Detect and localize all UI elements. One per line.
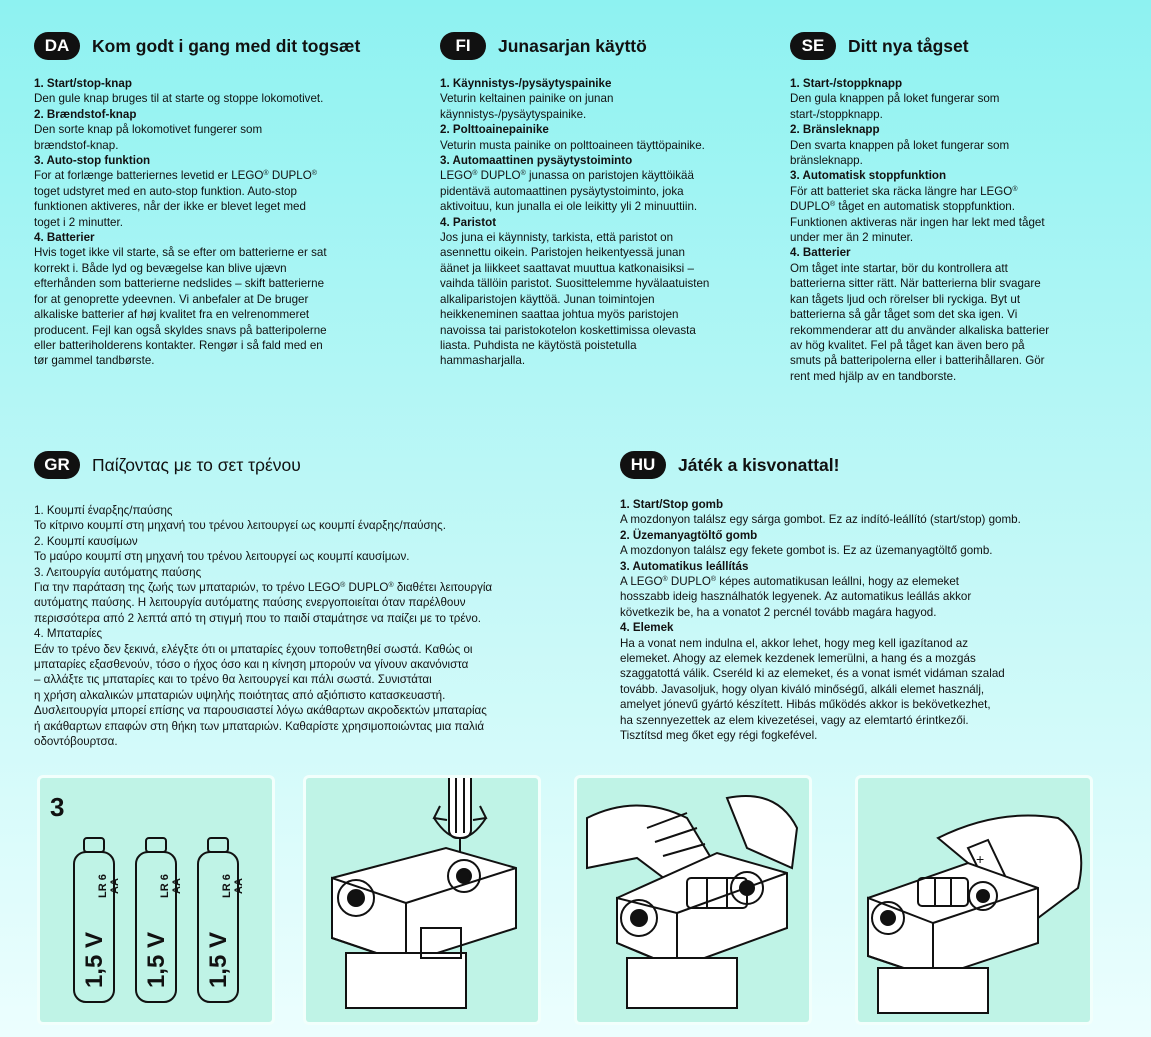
- hand-open-illustration: [586, 795, 799, 1009]
- item-heading: 3. Λειτουργία αυτόματης παύσης: [34, 565, 202, 579]
- section-title: Játék a kisvonattal!: [678, 454, 840, 475]
- item-heading: 2. Bränsleknapp: [790, 123, 880, 137]
- language-badge: GR: [34, 451, 80, 479]
- battery-count: 3: [50, 792, 65, 822]
- item-text: Για την παράταση της ζωής των μπαταριών,…: [34, 581, 493, 625]
- item-text: Εάν το τρένο δεν ξεκινά, ελέγξτε ότι οι …: [34, 642, 487, 749]
- section-body: 1. Start-/stoppknapp Den gula knappen på…: [790, 76, 1130, 384]
- item-heading: 2. Üzemanyagtöltő gomb: [620, 528, 758, 542]
- item-text: Den sorte knap på lokomotivet fungerer s…: [34, 123, 263, 152]
- item-heading: 2. Polttoainepainike: [440, 123, 549, 137]
- battery-label-voltage: 1,5 V: [205, 932, 232, 988]
- item-heading: 4. Elemek: [620, 621, 674, 635]
- section-hu: HU Játék a kisvonattal! 1. Start/Stop go…: [620, 449, 1080, 744]
- battery-3: [197, 837, 239, 1003]
- battery-label-type: LR 6: [159, 874, 171, 898]
- item-text: Den svarta knappen på loket fungerar som…: [790, 138, 1010, 168]
- item-heading: 1. Κουμπί έναρξης/παύσης: [34, 504, 173, 517]
- item-text: Jos juna ei käynnisty, tarkista, että pa…: [440, 231, 710, 368]
- item-heading: 3. Auto-stop funktion: [34, 154, 151, 168]
- item-text: For at forlænge batteriernes levetid er …: [34, 169, 317, 229]
- batteries-panel: 3 1,5 V LR 6 AA 1,5 V LR 6 AA 1,5 V LR: [40, 778, 272, 1022]
- item-text: A LEGO® DUPLO® képes automatikusan leáll…: [620, 575, 972, 619]
- section-title: Junasarjan käyttö: [498, 35, 647, 56]
- language-badge: FI: [440, 32, 486, 60]
- item-text: För att batteriet ska räcka längre har L…: [790, 184, 1045, 245]
- section-body: 1. Κουμπί έναρξης/παύσης Το κίτρινο κουμ…: [34, 503, 594, 750]
- battery-1: [73, 837, 115, 1003]
- item-text: Το μαύρο κουμπί στη μηχανή του τρένου λε…: [34, 550, 410, 564]
- item-text: Ha a vonat nem indulna el, akkor lehet, …: [620, 636, 1005, 743]
- item-heading: 4. Batterier: [34, 231, 95, 245]
- battery-label-size: AA: [171, 878, 183, 894]
- item-heading: 3. Automatisk stoppfunktion: [790, 169, 947, 183]
- battery-label-voltage: 1,5 V: [143, 932, 170, 988]
- section-title: Kom godt i gang med dit togsæt: [92, 35, 361, 56]
- item-text: A mozdonyon találsz egy fekete gombot is…: [620, 544, 993, 558]
- item-text: Den gule knap bruges til at starte og st…: [34, 92, 324, 106]
- item-text: Den gula knappen på loket fungerar som s…: [790, 92, 1000, 121]
- item-heading: 4. Μπαταρίες: [34, 627, 103, 641]
- battery-label-voltage: 1,5 V: [81, 932, 108, 988]
- item-text: Το κίτρινο κουμπί στη μηχανή του τρένου …: [34, 519, 446, 533]
- item-heading: 1. Start-/stoppknapp: [790, 77, 903, 90]
- section-fi: FI Junasarjan käyttö 1. Käynnistys-/pysä…: [440, 30, 760, 369]
- item-heading: 1. Start/stop-knap: [34, 77, 132, 90]
- item-text: Hvis toget ikke vil starte, så se efter …: [34, 246, 327, 368]
- language-badge: SE: [790, 32, 836, 60]
- section-title: Ditt nya tågset: [848, 35, 969, 56]
- battery-label-type: LR 6: [97, 874, 109, 898]
- item-heading: 2. Brændstof-knap: [34, 107, 137, 121]
- unscrew-panel: [306, 778, 538, 1022]
- section-body: 1. Käynnistys-/pysäytyspainike Veturin k…: [440, 76, 760, 369]
- open-compartment-panel: [577, 778, 809, 1022]
- batteries-illustration: 1,5 V LR 6 AA 1,5 V LR 6 AA 1,5 V LR 6 A…: [73, 837, 245, 1003]
- language-badge: HU: [620, 451, 666, 479]
- section-gr: GR Παίζοντας με το σετ τρένου 1. Κουμπί …: [34, 449, 594, 750]
- section-body: 1. Start/Stop gomb A mozdonyon találsz e…: [620, 497, 1080, 744]
- hand-insert-illustration: +: [867, 814, 1083, 1014]
- section-da: DA Kom godt i gang med dit togsæt 1. Sta…: [34, 30, 394, 369]
- plus-mark: +: [976, 851, 984, 867]
- battery-label-type: LR 6: [221, 874, 233, 898]
- language-badge: DA: [34, 32, 80, 60]
- item-text: LEGO® DUPLO® junassa on paristojen käytt…: [440, 169, 698, 214]
- item-heading: 2. Κουμπί καυσίμων: [34, 534, 138, 548]
- item-text: Om tåget inte startar, bör du kontroller…: [790, 261, 1050, 383]
- item-text: Veturin keltainen painike on junan käynn…: [440, 92, 614, 121]
- item-heading: 1. Start/Stop gomb: [620, 498, 724, 511]
- item-heading: 3. Automaattinen pysäytystoiminto: [440, 154, 633, 168]
- section-se: SE Ditt nya tågset 1. Start-/stoppknapp …: [790, 30, 1130, 384]
- item-heading: 1. Käynnistys-/pysäytyspainike: [440, 77, 612, 90]
- section-header: SE Ditt nya tågset: [790, 30, 1130, 62]
- section-body: 1. Start/stop-knap Den gule knap bruges …: [34, 76, 394, 369]
- section-title: Παίζοντας με το σετ τρένου: [92, 454, 301, 475]
- section-header: FI Junasarjan käyttö: [440, 30, 760, 62]
- screwdriver-illustration: [331, 778, 517, 1009]
- insert-batteries-panel: +: [858, 778, 1090, 1022]
- battery-label-size: AA: [233, 878, 245, 894]
- section-header: GR Παίζοντας με το σετ τρένου: [34, 449, 594, 481]
- item-heading: 4. Paristot: [440, 215, 497, 229]
- battery-2: [135, 837, 177, 1003]
- item-heading: 3. Automatikus leállítás: [620, 559, 749, 573]
- item-text: Veturin musta painike on polttoaineen tä…: [440, 138, 705, 152]
- section-header: DA Kom godt i gang med dit togsæt: [34, 30, 394, 62]
- battery-label-size: AA: [109, 878, 121, 894]
- section-header: HU Játék a kisvonattal!: [620, 449, 1080, 481]
- item-heading: 4. Batterier: [790, 246, 851, 260]
- item-text: A mozdonyon találsz egy sárga gombot. Ez…: [620, 513, 1021, 527]
